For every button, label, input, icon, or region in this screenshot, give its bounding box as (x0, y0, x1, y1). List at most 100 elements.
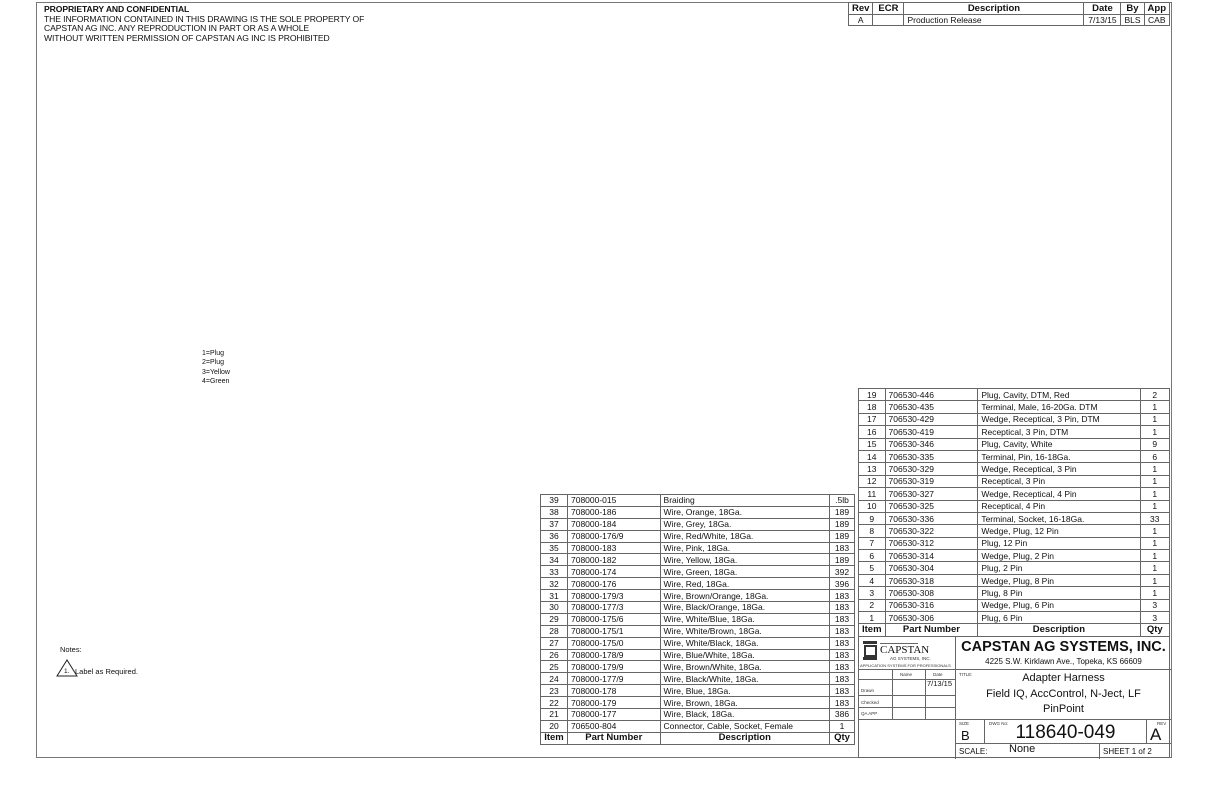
qty-cell: 183 (829, 636, 855, 650)
part-number-cell: 706530-336 (884, 511, 979, 526)
by-cell: BLS (1120, 14, 1145, 26)
drawing-title: Adapter Harness Field IQ, AccControl, N-… (956, 671, 1171, 718)
proprietary-notice: PROPRIETARY AND CONFIDENTIAL THE INFORMA… (44, 4, 364, 43)
item-cell: 27 (540, 636, 568, 650)
item-cell: 11 (858, 487, 886, 501)
ecr-header: ECR (872, 2, 905, 15)
description-cell: Receptical, 3 Pin (977, 474, 1141, 489)
legend-item: 2=Plug (202, 359, 224, 367)
qty-cell: 189 (829, 529, 855, 543)
qty-cell: 183 (829, 660, 855, 674)
part-number-cell: 708000-175/6 (566, 612, 661, 626)
app-header: App (1143, 2, 1171, 15)
description-cell: Connector, Cable, Socket, Female (659, 719, 831, 733)
item-cell: 29 (540, 612, 568, 626)
part-number-cell: 708000-175/0 (566, 636, 661, 650)
qty-cell: 1 (1139, 586, 1170, 600)
qty-cell: 1 (1139, 425, 1170, 439)
note-text: Label as Required. (75, 667, 138, 676)
scale-value: None (1009, 743, 1036, 755)
part-number-cell: 706530-325 (884, 499, 979, 513)
revision-letter: A (1150, 725, 1162, 744)
description-cell: Wedge, Plug, 12 Pin (977, 524, 1141, 538)
qty-cell: 183 (829, 541, 855, 555)
triangle-flag-icon (56, 659, 78, 677)
description-cell: Wire, Black/White, 18Ga. (659, 672, 831, 686)
item-cell: 25 (540, 660, 568, 674)
part-number-cell: 708000-183 (566, 541, 661, 555)
qty-cell: 2 (1139, 387, 1170, 402)
qty-cell: 183 (829, 624, 855, 638)
description-cell: Wire, Orange, 18Ga. (659, 505, 831, 519)
proprietary-line: WITHOUT WRITTEN PERMISSION OF CAPSTAN AG… (44, 32, 330, 43)
part-number-cell: 706530-316 (884, 598, 979, 613)
description-cell: Receptical, 3 Pin, DTM (977, 425, 1141, 439)
title-line: Adapter Harness (1022, 672, 1105, 684)
part-number-cell: 706530-322 (884, 524, 979, 538)
part-number-cell: 708000-186 (566, 505, 661, 519)
part-number-cell: 708000-176 (566, 577, 661, 591)
item-cell: 12 (858, 474, 886, 489)
item-cell: 38 (540, 505, 568, 519)
description-cell: Terminal, Pin, 16-18Ga. (977, 449, 1141, 464)
item-cell: 24 (540, 672, 568, 686)
qty-cell: 1 (1139, 400, 1170, 414)
qty-cell: 386 (829, 708, 855, 721)
revision-row: A Production Release 7/13/15 BLS CAB (847, 14, 1171, 26)
date-label: Date (933, 672, 943, 677)
part-number-cell: 706530-346 (884, 437, 979, 451)
drawn-date: 7/13/15 (927, 679, 953, 688)
item-header: Item (858, 623, 886, 637)
qty-cell: 189 (829, 517, 855, 531)
item-cell: 36 (540, 529, 568, 543)
description-cell: Plug, Cavity, DTM, Red (977, 387, 1141, 402)
note-number: 1. (64, 668, 70, 675)
qty-cell: 1 (1139, 462, 1170, 476)
qty-cell: 33 (1139, 511, 1170, 526)
description-header: Description (977, 623, 1141, 637)
item-cell: 5 (858, 561, 886, 575)
item-header: Item (540, 731, 568, 745)
qty-cell: 6 (1139, 449, 1170, 464)
ecr-cell (872, 14, 905, 26)
description-cell: Wire, Brown/Orange, 18Ga. (659, 589, 831, 603)
qty-cell: 392 (829, 565, 855, 579)
description-cell: Wire, White/Black, 18Ga. (659, 636, 831, 650)
qty-cell: 189 (829, 505, 855, 519)
item-cell: 15 (858, 437, 886, 451)
description-cell: Plug, Cavity, White (977, 437, 1141, 451)
part-number-cell: 708000-174 (566, 565, 661, 579)
item-cell: 34 (540, 553, 568, 567)
part-number-header: Part Number (566, 731, 661, 745)
item-cell: 35 (540, 541, 568, 555)
part-number-cell: 706530-314 (884, 549, 979, 563)
description-cell: Wire, Blue, 18Ga. (659, 684, 831, 698)
by-header: By (1120, 2, 1145, 15)
part-number-cell: 708000-177 (566, 708, 661, 721)
item-cell: 8 (858, 524, 886, 538)
description-cell: Wedge, Plug, 8 Pin (977, 573, 1141, 588)
sheet-number: SHEET 1 of 2 (1103, 747, 1152, 756)
legend-item: 3=Yellow (202, 368, 230, 376)
item-cell: 1 (858, 611, 886, 625)
description-cell: Wire, Blue/White, 18Ga. (659, 648, 831, 662)
company-address: 4225 S.W. Kirklawn Ave., Topeka, KS 6660… (985, 657, 1142, 666)
company-logo: CAPSTAN AG SYSTEMS, INC. APPLICATION SYS… (860, 639, 952, 668)
description-cell: Wire, Black/Orange, 18Ga. (659, 601, 831, 614)
item-cell: 7 (858, 536, 886, 551)
pin-legend: 1=Plug 2=Plug 3=Yellow 4=Green (202, 349, 230, 386)
proprietary-heading: PROPRIETARY AND CONFIDENTIAL (44, 4, 190, 14)
qty-header: Qty (1139, 623, 1170, 637)
part-number-cell: 706530-308 (884, 586, 979, 600)
item-cell: 19 (858, 387, 886, 402)
title-line: Field IQ, AccControl, N-Ject, LF (986, 687, 1141, 700)
